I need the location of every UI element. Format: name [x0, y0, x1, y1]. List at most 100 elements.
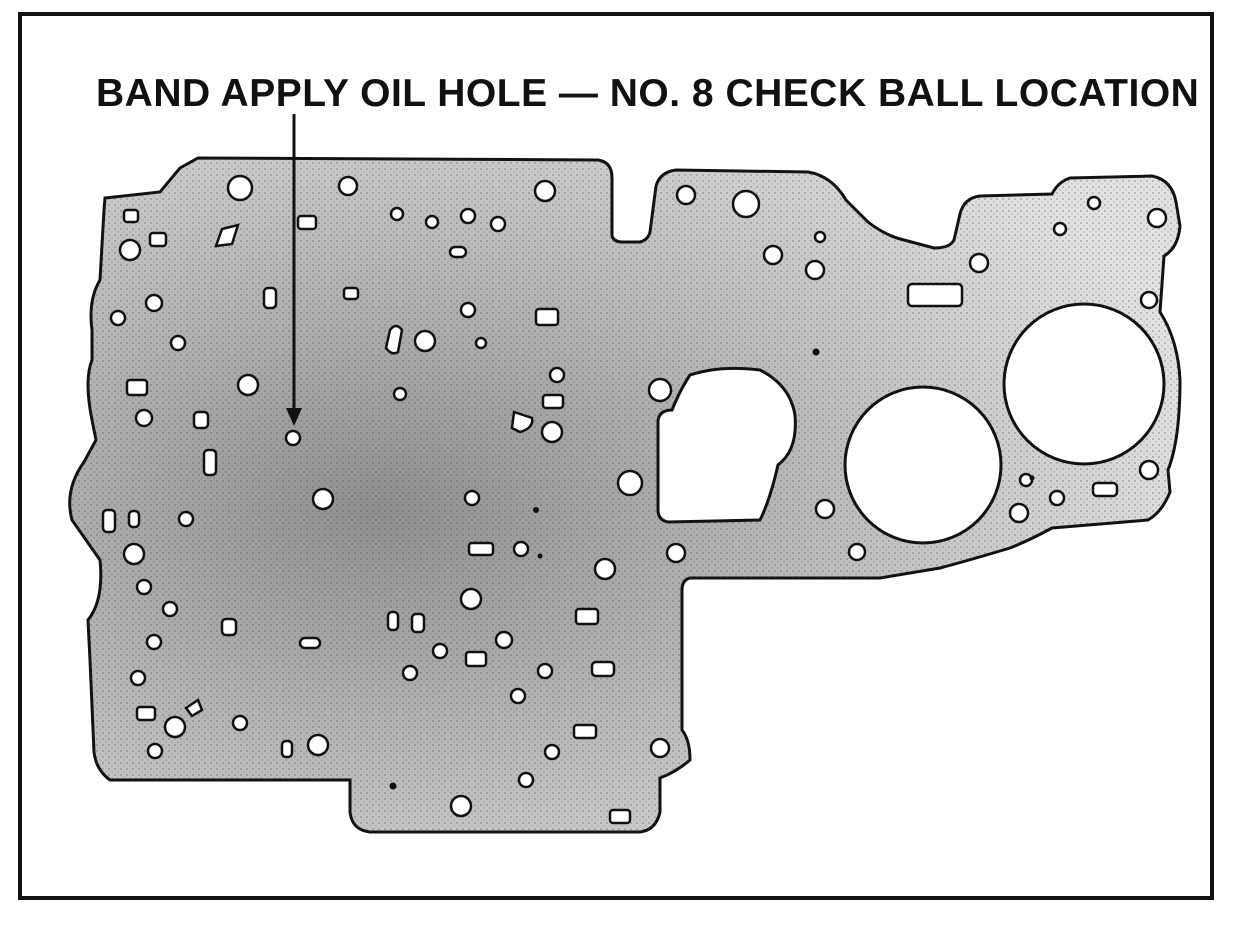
pin-mark — [389, 782, 397, 790]
oil-hole — [146, 742, 164, 760]
oil-hole — [649, 737, 671, 759]
oil-hole — [543, 743, 561, 761]
oil-slot — [541, 393, 565, 410]
oil-hole — [548, 366, 566, 384]
oil-slot — [572, 723, 598, 740]
oil-hole — [509, 687, 527, 705]
oil-hole — [163, 715, 187, 739]
oil-hole — [449, 794, 473, 818]
oil-slot — [101, 508, 117, 534]
pin-marks — [389, 348, 1035, 790]
oil-slot — [574, 607, 600, 626]
oil-hole — [1008, 502, 1030, 524]
oil-hole — [616, 469, 644, 497]
oil-hole — [814, 498, 836, 520]
pin-mark — [812, 348, 820, 356]
oil-hole — [424, 214, 440, 230]
oil-slot — [467, 541, 495, 557]
oil-hole — [161, 600, 179, 618]
oil-hole — [401, 664, 419, 682]
oil-hole — [389, 206, 405, 222]
oil-hole — [647, 377, 673, 403]
oil-slot — [192, 410, 210, 430]
oil-hole — [459, 207, 477, 225]
oil-slot — [590, 660, 616, 678]
oil-hole — [109, 309, 127, 327]
oil-hole — [311, 487, 335, 511]
oil-hole — [306, 733, 330, 757]
oil-slot — [220, 617, 238, 637]
oil-hole — [540, 420, 564, 444]
oil-hole — [413, 329, 437, 353]
oil-hole — [231, 714, 249, 732]
oil-slot — [906, 282, 964, 308]
oil-hole — [731, 189, 761, 219]
oil-hole — [134, 408, 154, 428]
oil-hole — [226, 174, 254, 202]
oil-slot — [148, 231, 168, 248]
oil-slot — [298, 636, 322, 650]
oil-hole — [968, 252, 990, 274]
oil-hole — [145, 633, 163, 651]
oil-hole — [1146, 207, 1168, 229]
oil-slot — [214, 223, 240, 248]
oil-slot — [448, 245, 468, 259]
oil-hole — [494, 630, 514, 650]
oil-hole — [236, 373, 260, 397]
oil-slot — [127, 509, 141, 529]
oil-slot — [184, 698, 204, 718]
oil-hole — [762, 244, 784, 266]
oil-slot — [410, 612, 426, 634]
oil-hole — [1139, 290, 1159, 310]
oil-slots — [101, 208, 1119, 825]
oil-slot — [510, 410, 534, 434]
oil-hole — [1086, 195, 1102, 211]
oil-slot — [464, 650, 488, 668]
oil-hole — [489, 215, 507, 233]
oil-hole — [474, 336, 488, 350]
oil-hole — [177, 510, 195, 528]
oil-hole — [665, 542, 687, 564]
oil-hole — [169, 334, 187, 352]
callout-label: BAND APPLY OIL HOLE — NO. 8 CHECK BALL L… — [96, 72, 1200, 115]
oil-hole — [118, 238, 142, 262]
oil-hole — [459, 301, 477, 319]
oil-slot — [534, 307, 560, 327]
oil-hole — [135, 578, 153, 596]
oil-hole — [144, 293, 164, 313]
oil-slot — [296, 214, 318, 231]
oil-slot — [262, 286, 278, 310]
oil-hole — [1018, 472, 1034, 488]
oil-slot — [280, 739, 294, 759]
oil-hole — [517, 771, 535, 789]
oil-hole — [129, 669, 147, 687]
oil-slot — [386, 610, 400, 632]
oil-hole — [813, 230, 827, 244]
oil-hole — [459, 587, 483, 611]
pin-mark — [1029, 475, 1035, 481]
oil-slot — [202, 448, 218, 477]
oil-slot — [384, 324, 404, 355]
oil-hole — [593, 557, 617, 581]
oil-slot — [1091, 481, 1119, 498]
oil-hole — [122, 542, 146, 566]
oil-hole — [847, 542, 867, 562]
oil-hole — [1048, 489, 1066, 507]
oil-hole — [431, 642, 449, 660]
oil-hole — [463, 489, 481, 507]
pin-mark — [537, 553, 543, 559]
oil-hole — [804, 259, 826, 281]
oil-slot — [342, 286, 360, 301]
oil-hole — [536, 662, 554, 680]
oil-hole — [1052, 221, 1068, 237]
oil-hole — [512, 540, 530, 558]
oil-hole — [1138, 459, 1160, 481]
oil-slot — [122, 208, 140, 224]
check-ball-location-hole — [284, 429, 302, 447]
oil-slot — [135, 705, 157, 722]
oil-slot — [608, 808, 632, 825]
oil-hole — [675, 184, 697, 206]
oil-hole — [392, 386, 408, 402]
pin-mark — [533, 507, 539, 513]
